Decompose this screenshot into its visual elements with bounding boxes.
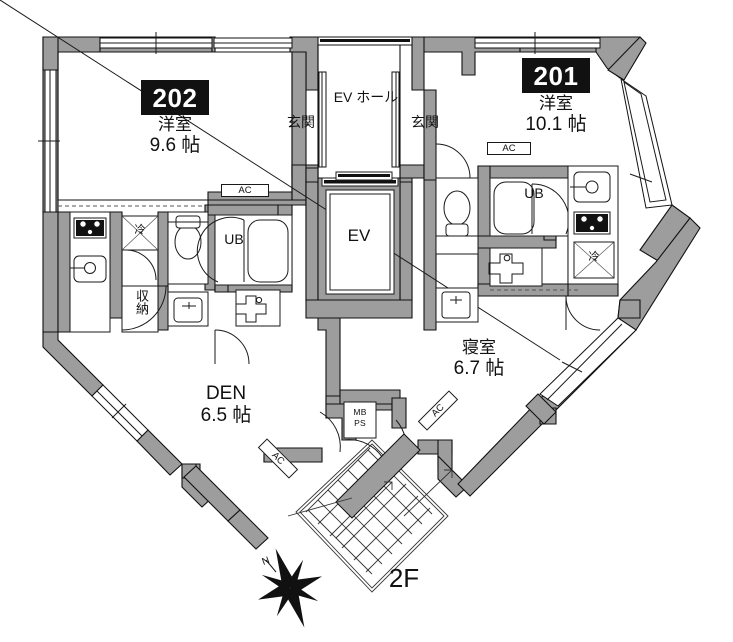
entrance-label-202: 玄関 xyxy=(287,114,315,130)
elevator-car xyxy=(321,171,399,295)
unit-bath-label-201: UB xyxy=(524,185,544,201)
unit-202-fixtures xyxy=(58,205,293,365)
compass-rose xyxy=(258,548,322,628)
bedroom-label-area: 6.7 帖 xyxy=(453,358,505,379)
ev-hall-mullions xyxy=(318,71,400,168)
stairs xyxy=(287,433,453,593)
window-den-southwest xyxy=(91,384,149,442)
room-label-201-name: 洋室 xyxy=(539,94,573,113)
fridge-label-202: 冷 xyxy=(134,224,146,236)
room-label-202-name: 洋室 xyxy=(158,115,192,134)
floor-label: 2F xyxy=(388,563,420,593)
window-201-northeast xyxy=(620,77,673,209)
unit-bath-label-202: UB xyxy=(224,231,244,247)
room-label-202-area: 9.6 帖 xyxy=(149,135,201,156)
window-202-north xyxy=(99,32,213,54)
fridge-label-201: 冷 xyxy=(588,251,600,263)
bedroom-label-name: 寝室 xyxy=(462,338,496,357)
room-label-201-area: 10.1 帖 xyxy=(525,114,587,135)
ac-label-202-bedroom: AC xyxy=(221,184,269,197)
shaft-label-ps: PS xyxy=(354,418,366,428)
ac-label-201-bedroom: AC xyxy=(487,142,531,155)
den-label-name: DEN xyxy=(205,383,247,404)
den-label-area: 6.5 帖 xyxy=(200,405,252,426)
window-201-north xyxy=(474,32,601,54)
elevator-label: EV xyxy=(347,226,371,245)
unit-badge-201: 201 xyxy=(522,58,590,93)
entrance-label-201: 玄関 xyxy=(411,114,439,130)
unit-badge-202: 202 xyxy=(141,80,209,115)
unit-201-fixtures xyxy=(435,143,619,331)
shaft-label-mb: MB xyxy=(353,407,367,417)
window-ev-hall-north xyxy=(317,36,413,46)
stair-arrows xyxy=(287,469,453,539)
windows xyxy=(0,0,673,442)
ev-hall-label: EV ホール xyxy=(333,89,399,105)
storage-label-202: 収納 xyxy=(134,289,149,315)
window-202-west xyxy=(38,69,60,213)
window-202-north-b xyxy=(213,37,293,49)
